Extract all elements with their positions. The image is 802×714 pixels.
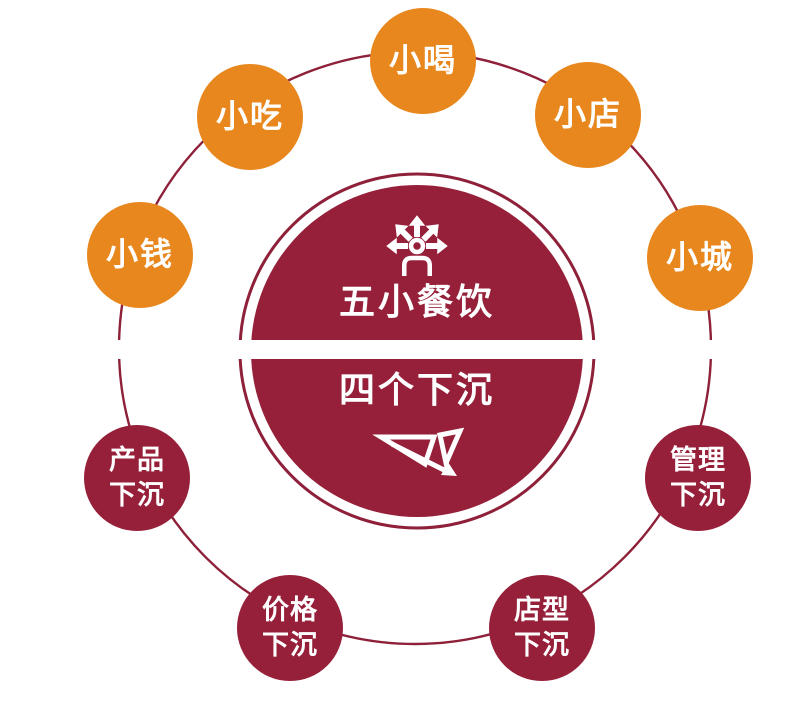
node-xiaodian: 小店: [535, 62, 641, 168]
sink-arrow-logo-icon: [372, 427, 465, 476]
node-label: 小喝: [388, 41, 457, 80]
node-jiage-xiachen: 价格 下沉: [237, 575, 343, 681]
person-shoulders-icon: [402, 255, 432, 276]
node-label: 小店: [553, 95, 622, 134]
center-top-label: 五小餐饮: [338, 282, 495, 323]
node-label-line1: 管理: [670, 444, 726, 476]
node-xiaoqian: 小钱: [87, 202, 193, 308]
node-chanpin-xiachen: 产品 下沉: [84, 425, 190, 531]
node-label: 小吃: [215, 97, 284, 136]
node-label-line1: 价格: [262, 594, 318, 626]
node-label-line2: 下沉: [262, 630, 318, 661]
center-bottom-label: 四个下沉: [338, 370, 495, 411]
node-xiaochi: 小吃: [197, 64, 303, 170]
node-label-line2: 下沉: [109, 480, 165, 511]
node-label: 小钱: [105, 235, 174, 274]
node-label-line2: 下沉: [514, 630, 570, 661]
expand-directions-person-icon: [386, 215, 448, 276]
node-xiaohe: 小喝: [370, 8, 476, 114]
node-guanli-xiachen: 管理 下沉: [645, 425, 751, 531]
node-label: 小城: [665, 238, 734, 277]
center-split-band: [95, 340, 740, 359]
person-head-icon: [408, 237, 426, 255]
node-label-line1: 店型: [514, 594, 570, 626]
node-dianxing-xiachen: 店型 下沉: [489, 575, 595, 681]
node-label-line2: 下沉: [670, 480, 726, 511]
node-label-line1: 产品: [109, 444, 165, 476]
node-xiaocheng: 小城: [647, 205, 753, 311]
